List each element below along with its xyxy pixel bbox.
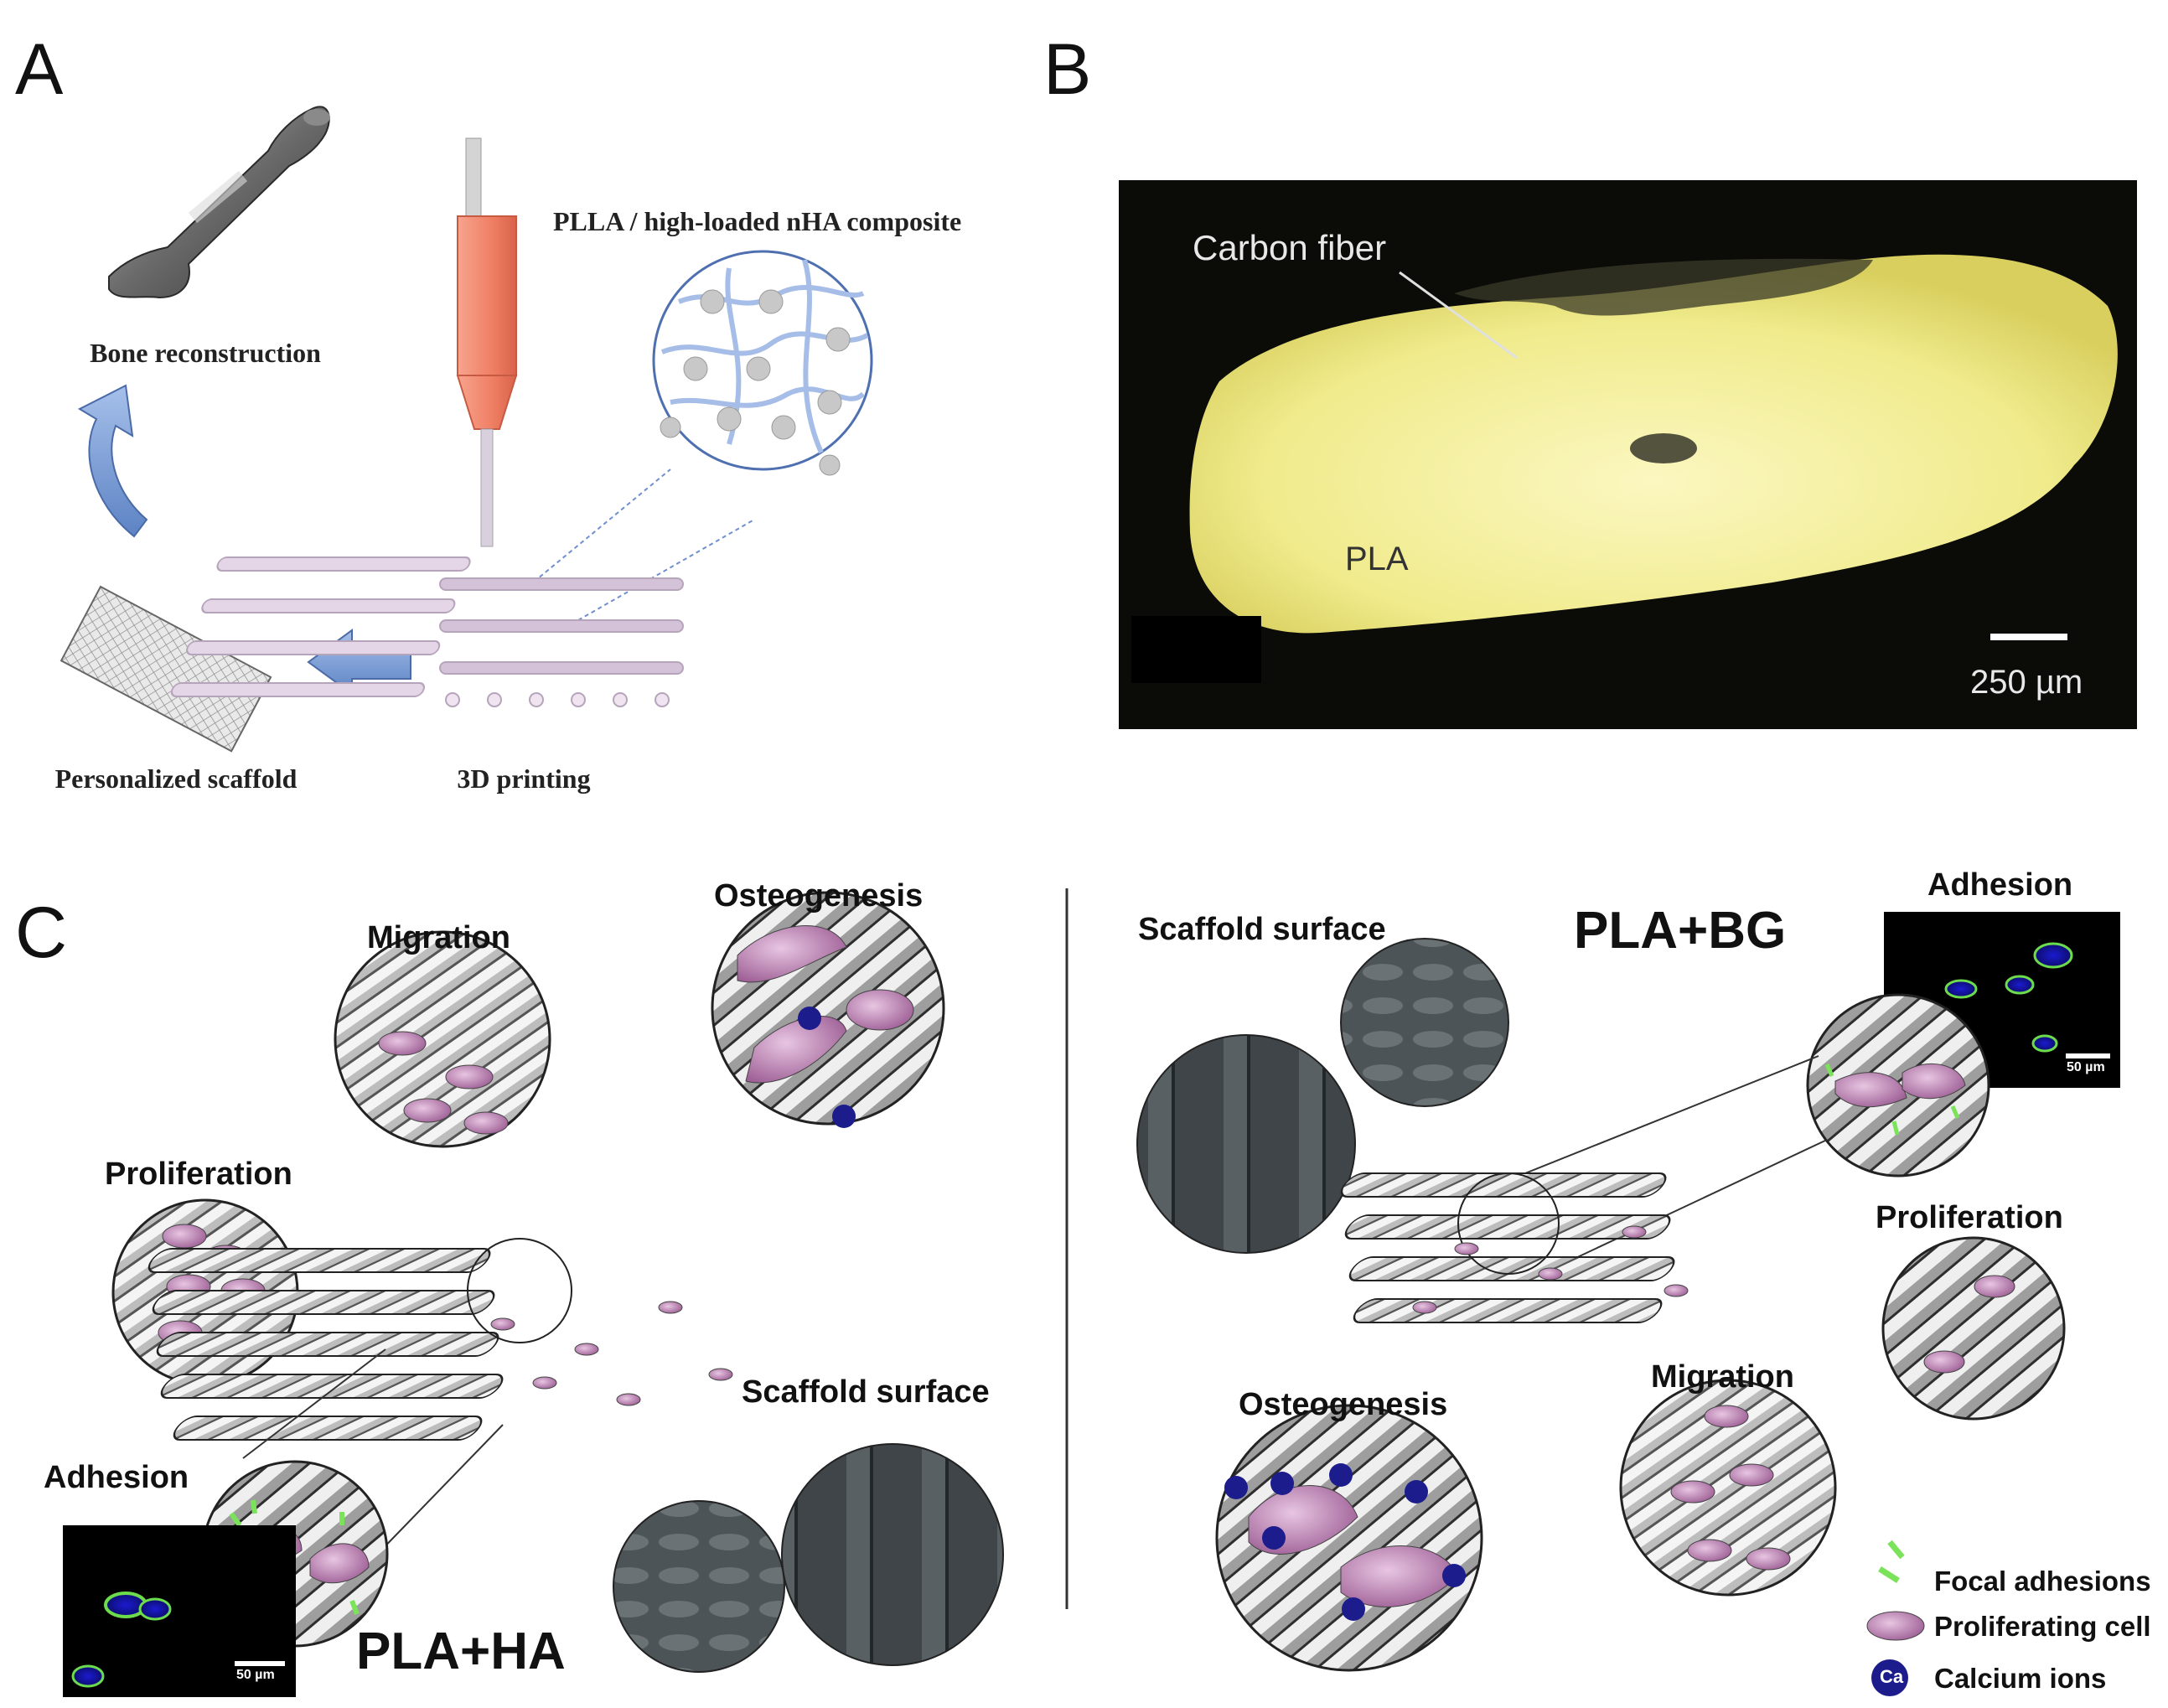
osteogenesis-circle-right — [1215, 1404, 1483, 1672]
calcium-ion-icon — [1871, 1659, 1908, 1696]
3d-printing-label: 3D printing — [457, 763, 590, 794]
migration-label-right: Migration — [1651, 1359, 1794, 1395]
pla-label: PLA — [1345, 541, 1409, 577]
panel-a-illustration: Bone reconstruction Personalized scaffol… — [55, 106, 961, 794]
proliferation-label-right: Proliferation — [1876, 1200, 2063, 1235]
panel-c-illustration — [63, 888, 2120, 1697]
scaffold-surface-circles-left — [613, 1443, 1004, 1673]
lattice-scaffold-icon — [60, 585, 272, 753]
personalized-scaffold-label: Personalized scaffold — [55, 763, 298, 794]
panel-b-letter: B — [1043, 29, 1092, 110]
adhesion-circle-right — [1806, 993, 1990, 1177]
panel-a-letter: A — [15, 29, 64, 110]
pla-ha-title: PLA+HA — [356, 1623, 566, 1680]
legend-calcium-ions: Calcium ions — [1934, 1663, 2107, 1694]
carbon-fiber-pointer — [1399, 271, 1518, 360]
central-scaffold-right — [1340, 1172, 1689, 1323]
nozzle-material-label: PLLA / high-loaded nHA composite — [553, 206, 961, 236]
scaffold-surface-label-left: Scaffold surface — [742, 1374, 990, 1410]
central-scaffold-left — [147, 1238, 733, 1441]
migration-circle-left — [334, 930, 551, 1148]
bone-icon — [108, 106, 330, 299]
scale-label-left: 50 µm — [236, 1668, 275, 1682]
fluorescence-inset-left — [63, 1525, 296, 1697]
cycle-arrow-icon — [77, 384, 148, 538]
migration-circle-right — [1619, 1379, 1837, 1597]
adhesion-label-right: Adhesion — [1927, 867, 2073, 903]
adhesion-label-left: Adhesion — [44, 1460, 189, 1495]
calcium-symbol: Ca — [1880, 1666, 1904, 1687]
proliferation-label-left: Proliferation — [105, 1157, 292, 1192]
scale-label-right: 50 µm — [2067, 1060, 2105, 1074]
focal-adhesion-icon — [1878, 1540, 1905, 1583]
scale-bar-label: 250 µm — [1970, 664, 2083, 701]
osteogenesis-label-right: Osteogenesis — [1239, 1387, 1448, 1422]
panel-b-annotations: Carbon fiber PLA 250 µm — [1193, 228, 2083, 701]
legend-focal-adhesions: Focal adhesions — [1934, 1566, 2151, 1597]
carbon-fiber-label: Carbon fiber — [1193, 228, 1386, 267]
proliferation-circle-right — [1881, 1236, 2066, 1421]
scaffold-surface-label-right: Scaffold surface — [1138, 912, 1386, 947]
legend-proliferating-cell: Proliferating cell — [1934, 1611, 2151, 1642]
osteogenesis-label-left: Osteogenesis — [714, 878, 924, 914]
nozzle-icon — [456, 137, 518, 547]
pla-bg-title: PLA+BG — [1574, 902, 1787, 960]
panel-c-letter: C — [15, 893, 68, 973]
migration-label-left: Migration — [367, 920, 510, 955]
panel-b-micrograph — [1119, 180, 2137, 729]
printed-lattice — [170, 556, 684, 707]
proliferating-cell-icon — [1866, 1611, 1925, 1641]
composite-magnifier — [527, 250, 873, 621]
bone-reconstruction-label: Bone reconstruction — [90, 338, 321, 368]
osteogenesis-circle-left — [711, 891, 945, 1128]
scaffold-surface-circles-right — [1136, 938, 1509, 1254]
